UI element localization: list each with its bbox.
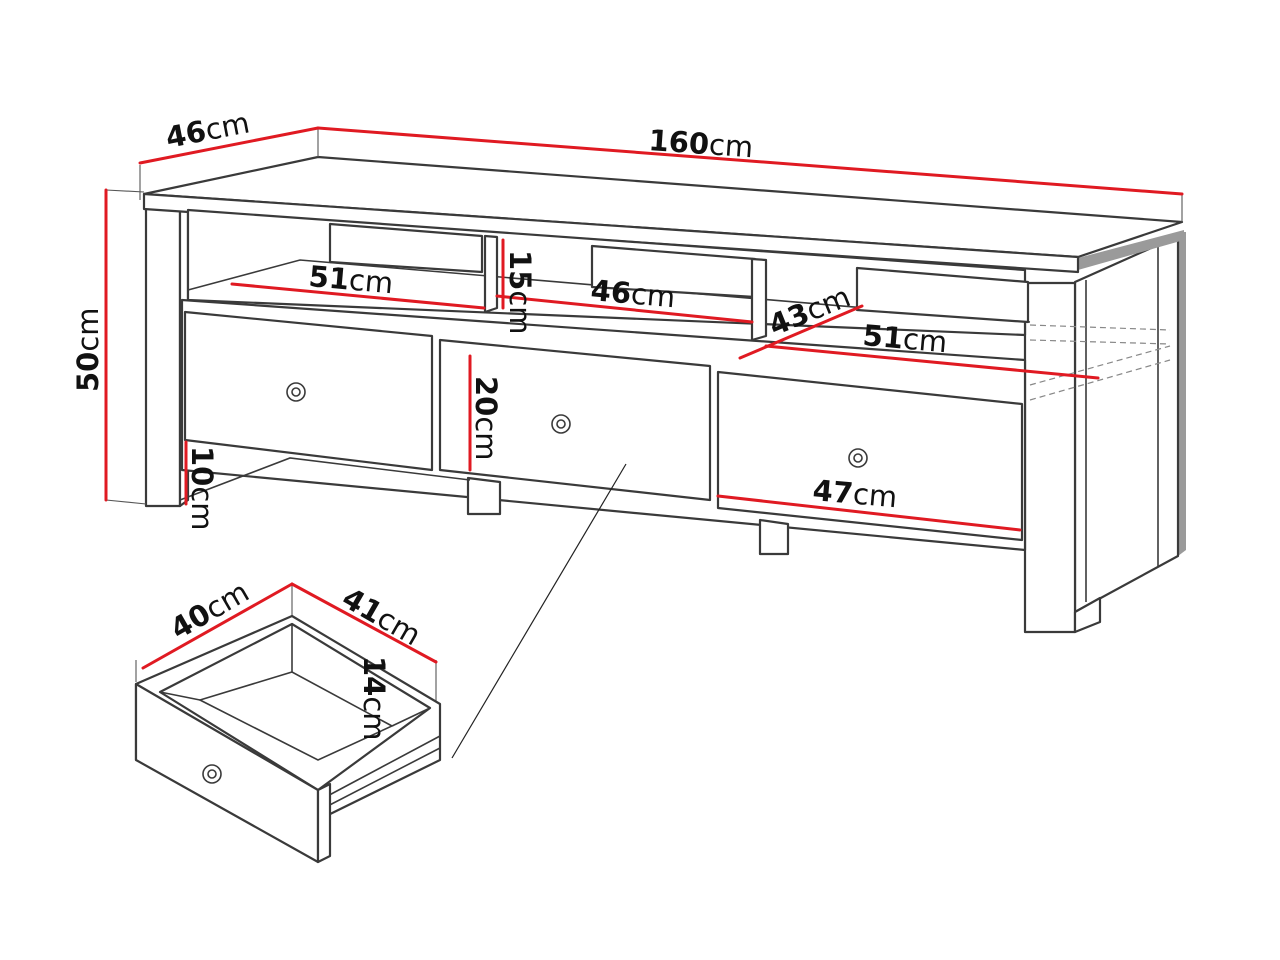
- label-total-width: 160cm: [648, 123, 755, 164]
- drawer-front-left: [183, 310, 434, 472]
- drawer-detail-knob: [202, 764, 222, 784]
- tv-stand: [142, 155, 1186, 634]
- top-front-edge: [142, 192, 1080, 274]
- label-drawer-inner-depth: 41cm: [337, 581, 427, 653]
- label-total-depth: 46cm: [163, 105, 252, 155]
- back-cutout-left: [328, 222, 484, 274]
- drawer-knob: [286, 382, 306, 402]
- drawer-detail-front-edge: [316, 782, 332, 864]
- label-drawer-front-width: 47cm: [811, 473, 898, 514]
- label-middle-shelf-width: 46cm: [589, 273, 676, 314]
- drawer-side-line: [319, 747, 441, 811]
- middle-foot-right: [758, 518, 790, 556]
- label-drawer-inner-height: 14cm: [357, 656, 391, 741]
- right-front-leg: [1023, 281, 1077, 634]
- left-front-leg: [144, 200, 182, 508]
- extension-lines: [105, 128, 1183, 702]
- dim-line-middle-shelf: [495, 294, 754, 324]
- drawer-inner-edge: [391, 707, 431, 727]
- dim-line-drawer-inner-width: [141, 582, 294, 670]
- detail-leader-line: [451, 463, 627, 759]
- hidden-line: [1029, 339, 1171, 345]
- dim-line-shelf-depth: [738, 304, 864, 360]
- right-leg-foot: [1073, 596, 1102, 634]
- hidden-line: [1029, 345, 1171, 386]
- drawer-front-middle: [438, 338, 712, 502]
- dimension-lines: [104, 126, 1184, 706]
- shelf-floor: [187, 259, 1031, 323]
- label-left-shelf-width: 51cm: [307, 259, 394, 300]
- right-side-panel: [1073, 234, 1180, 614]
- back-cutout-right: [855, 266, 1030, 324]
- dim-line-depth: [138, 126, 320, 165]
- dim-line-right-shelf: [764, 344, 1100, 380]
- label-leg-clearance: 10cm: [185, 446, 219, 531]
- drawer-inner-edge: [159, 691, 201, 701]
- shelf-divider-left: [483, 234, 499, 314]
- hidden-line: [1029, 359, 1171, 401]
- drawer-detail: [134, 614, 442, 864]
- drawer-front-right: [716, 370, 1024, 542]
- dim-line-left-shelf: [230, 282, 486, 310]
- drawer-knob: [551, 414, 571, 434]
- drawer-knob: [848, 448, 868, 468]
- dim-line-width: [316, 126, 1184, 196]
- right-side-shadow: [1178, 232, 1186, 556]
- dimension-labels: 46cm 160cm 50cm 51cm 15cm 46cm 43cm 51cm…: [71, 105, 949, 740]
- hidden-line: [1029, 324, 1171, 331]
- label-drawer-front-height: 20cm: [469, 376, 503, 461]
- bottom-rail: [179, 457, 471, 501]
- label-total-height: 50cm: [71, 307, 105, 392]
- drawer-side-line: [319, 735, 441, 801]
- middle-foot-left: [466, 476, 502, 516]
- label-right-shelf-width: 51cm: [861, 318, 948, 359]
- dim-line-drawer-inner-depth: [290, 582, 438, 664]
- dim-line-drawer-width: [716, 494, 1022, 532]
- label-shelf-height: 15cm: [503, 250, 537, 335]
- shelf-divider-right: [750, 257, 768, 342]
- label-drawer-inner-width: 40cm: [165, 574, 255, 646]
